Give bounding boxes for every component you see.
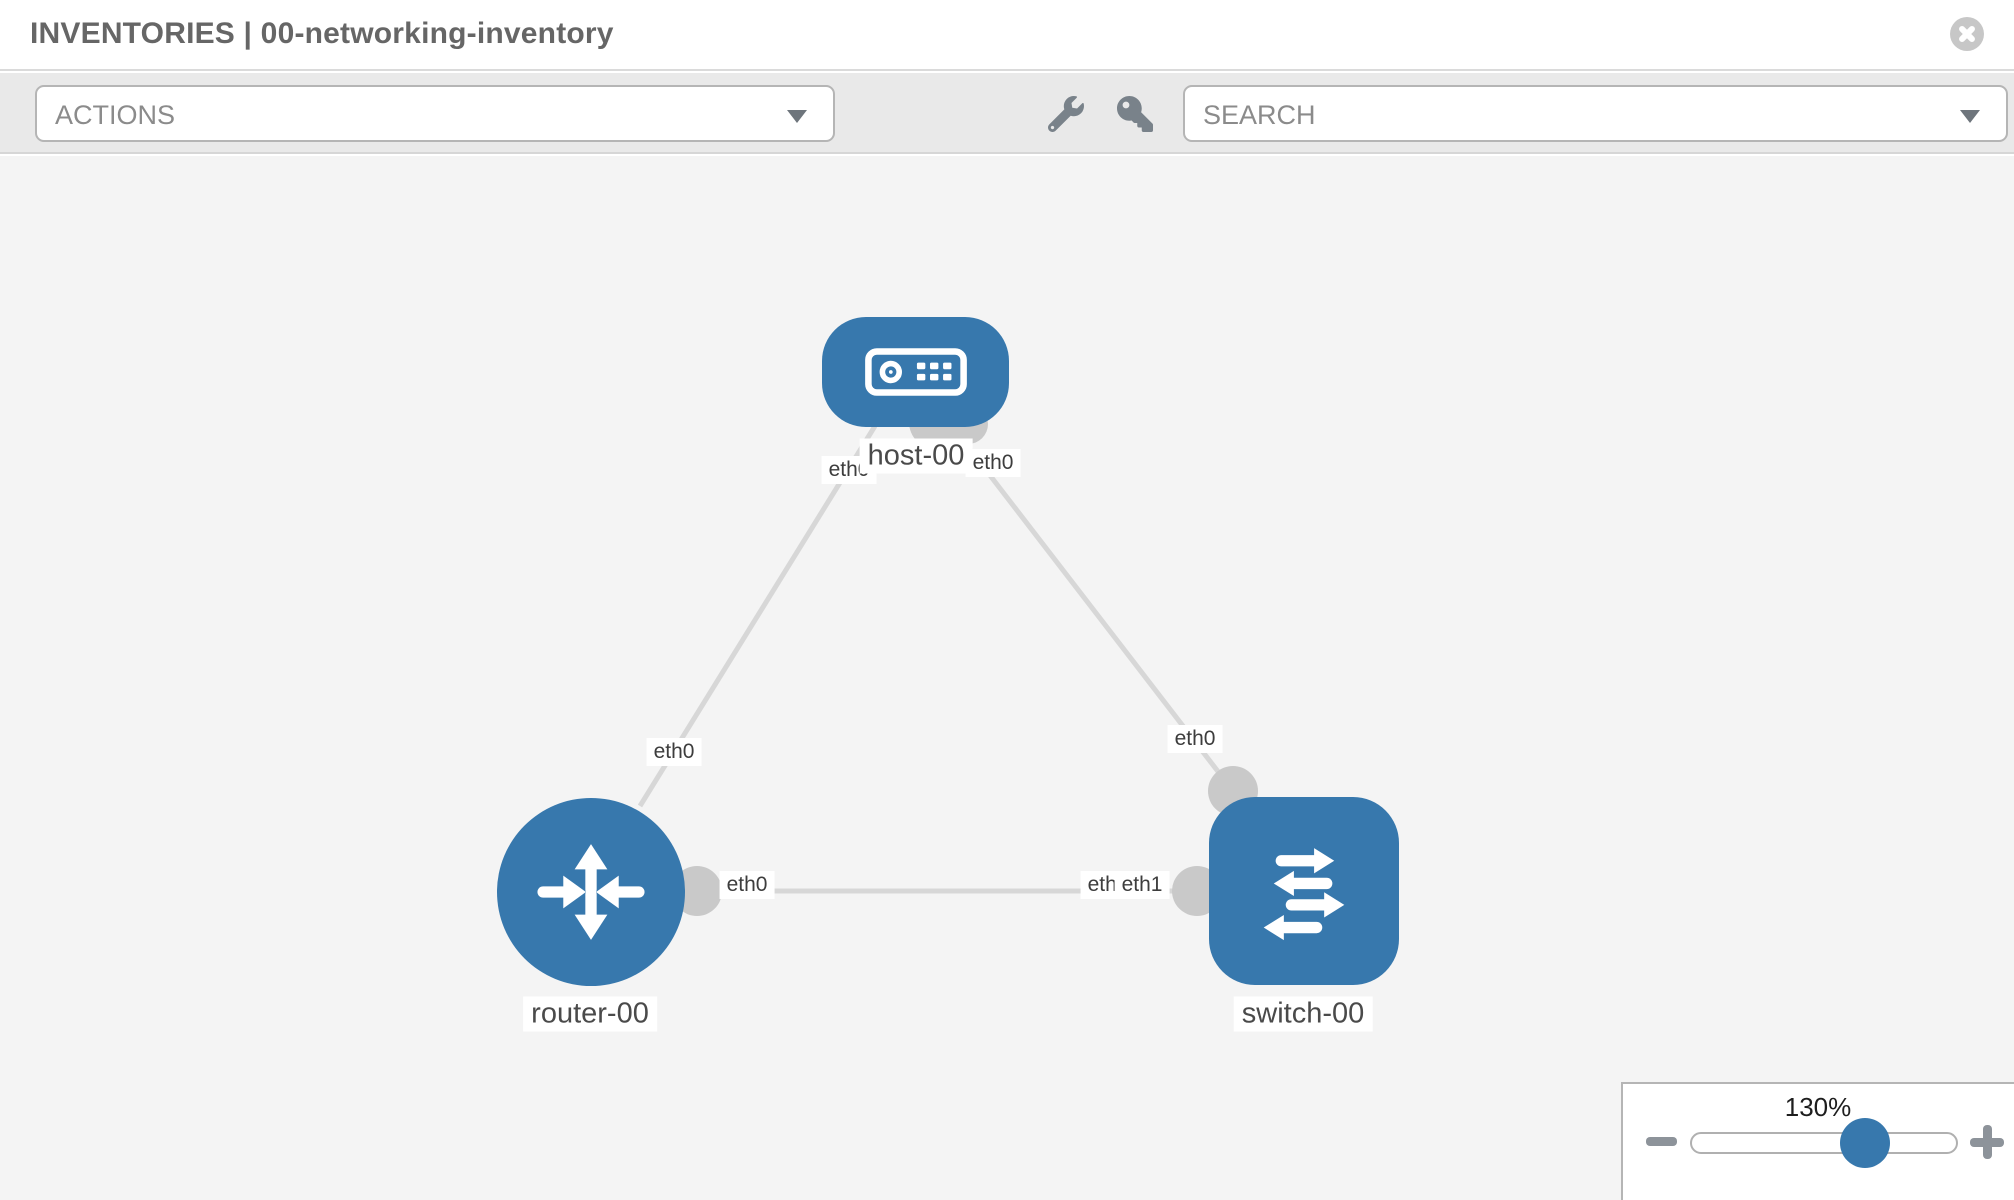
node-switch-00[interactable]	[1209, 797, 1399, 985]
node-label-host: host-00	[859, 438, 973, 474]
zoom-slider-handle[interactable]	[1840, 1118, 1890, 1168]
router-icon	[537, 844, 645, 940]
zoom-level-value: 130%	[1784, 1092, 1852, 1122]
actions-dropdown[interactable]: ACTIONS	[35, 85, 835, 142]
chevron-down-icon	[787, 110, 807, 123]
switch-icon	[1263, 848, 1345, 941]
node-label-router: router-00	[523, 996, 657, 1032]
plus-icon	[1983, 1125, 1992, 1159]
wrench-button[interactable]	[1047, 96, 1084, 133]
router-interface-connector[interactable]	[672, 866, 722, 916]
header: INVENTORIES | 00-networking-inventory	[0, 0, 2014, 71]
zoom-panel: 130%	[1621, 1082, 2014, 1200]
interface-label: eth0	[719, 871, 775, 899]
zoom-slider-track[interactable]	[1690, 1132, 1958, 1154]
zoom-in-button[interactable]	[1970, 1125, 2004, 1159]
topology-canvas[interactable]: eth0 eth0 eth0 eth0 eth0 eth0 eth1 host-…	[0, 156, 2014, 1200]
actions-dropdown-label: ACTIONS	[55, 100, 176, 130]
node-label-switch: switch-00	[1233, 996, 1373, 1032]
interface-label: eth0	[646, 738, 702, 766]
key-button[interactable]	[1117, 96, 1153, 132]
search-dropdown-label: SEARCH	[1203, 100, 1316, 130]
node-host-00[interactable]	[822, 317, 1009, 427]
host-icon	[864, 348, 967, 396]
toolbar: ACTIONS SEARCH	[0, 73, 2014, 154]
wrench-icon	[1047, 96, 1084, 133]
interface-label: eth0	[1167, 725, 1223, 753]
chevron-down-icon	[1960, 110, 1980, 123]
page-title: INVENTORIES | 00-networking-inventory	[30, 17, 614, 50]
topology-links-layer	[637, 395, 1258, 916]
interface-label: eth1	[1114, 871, 1170, 899]
close-button[interactable]	[1950, 17, 1984, 51]
node-router-00[interactable]	[497, 798, 685, 986]
zoom-out-button[interactable]	[1646, 1137, 1677, 1146]
search-dropdown[interactable]: SEARCH	[1183, 85, 2008, 142]
interface-label: eth0	[965, 449, 1021, 477]
key-icon	[1117, 96, 1153, 132]
